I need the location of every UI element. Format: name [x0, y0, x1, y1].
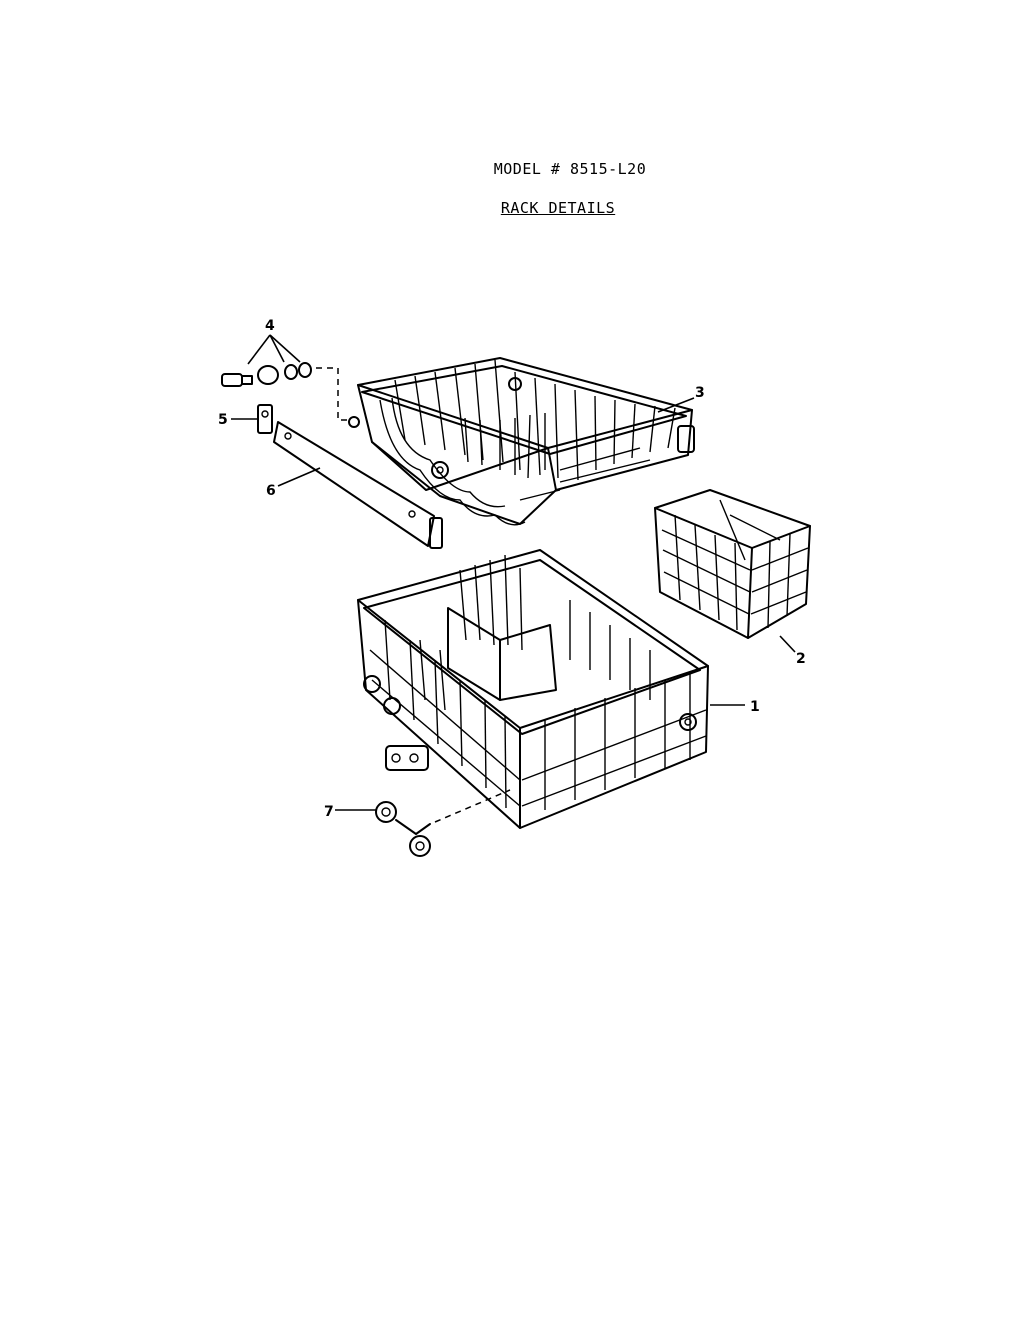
callout-6: 6: [266, 483, 276, 499]
rack-clip: [257, 404, 273, 434]
callout-7: 7: [324, 804, 334, 820]
upper-rack: [357, 357, 695, 526]
callout-5: 5: [218, 412, 228, 428]
callout-3: 3: [695, 385, 705, 401]
track-rail: [273, 421, 443, 549]
callout-2: 2: [796, 651, 806, 667]
pin-bushing-set: [221, 362, 360, 428]
diagram-title: RACK DETAILS: [500, 199, 616, 217]
lower-rack: [357, 549, 709, 829]
callout-4: 4: [265, 318, 275, 334]
callout-1: 1: [750, 699, 760, 715]
leader-lines: [231, 334, 796, 811]
model-number: MODEL # 8515-L20: [493, 160, 647, 178]
silverware-basket: [654, 489, 811, 639]
wheel-assembly: [375, 745, 511, 857]
